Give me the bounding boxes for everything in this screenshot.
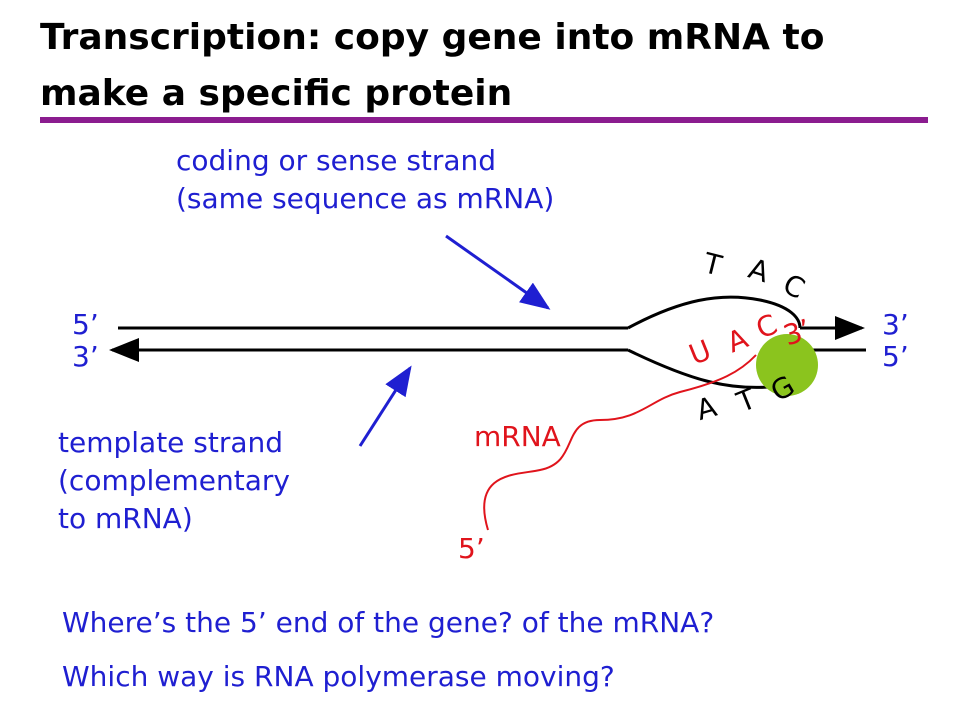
coding-strand-5prime-end: 5’ (72, 308, 99, 341)
template-strand-5prime-end: 5’ (882, 340, 909, 373)
coding-strand-pointer (445, 234, 551, 310)
title-line-2: make a specific protein (40, 73, 513, 114)
coding-strand-3prime-end: 3’ (882, 308, 909, 341)
question-five-prime-end: Where’s the 5’ end of the gene? of the m… (62, 606, 715, 639)
template-strand-pointer (358, 365, 412, 447)
template-strand-label: template strand (complementary to mRNA) (58, 424, 290, 538)
coding-strand-label: coding or sense strand (same sequence as… (176, 142, 554, 218)
template-strand-3prime-end: 3’ (72, 340, 99, 373)
template-label-line-2: (complementary (58, 464, 290, 497)
bubble-top-strand (627, 295, 802, 330)
coding-label-line-2: (same sequence as mRNA) (176, 182, 555, 215)
mrna-5prime-end: 5’ (458, 532, 485, 565)
template-label-line-3: to mRNA) (58, 502, 193, 535)
template-label-line-1: template strand (58, 426, 284, 459)
page-title: Transcription: copy gene into mRNA to ma… (40, 10, 920, 122)
mrna-label: mRNA (474, 420, 561, 453)
title-divider (40, 117, 928, 123)
rna-polymerase (756, 334, 818, 396)
mrna-strand (483, 354, 757, 531)
coding-label-line-1: coding or sense strand (176, 144, 497, 177)
title-line-1: Transcription: copy gene into mRNA to (40, 17, 825, 58)
question-polymerase-direction: Which way is RNA polymerase moving? (62, 660, 615, 693)
